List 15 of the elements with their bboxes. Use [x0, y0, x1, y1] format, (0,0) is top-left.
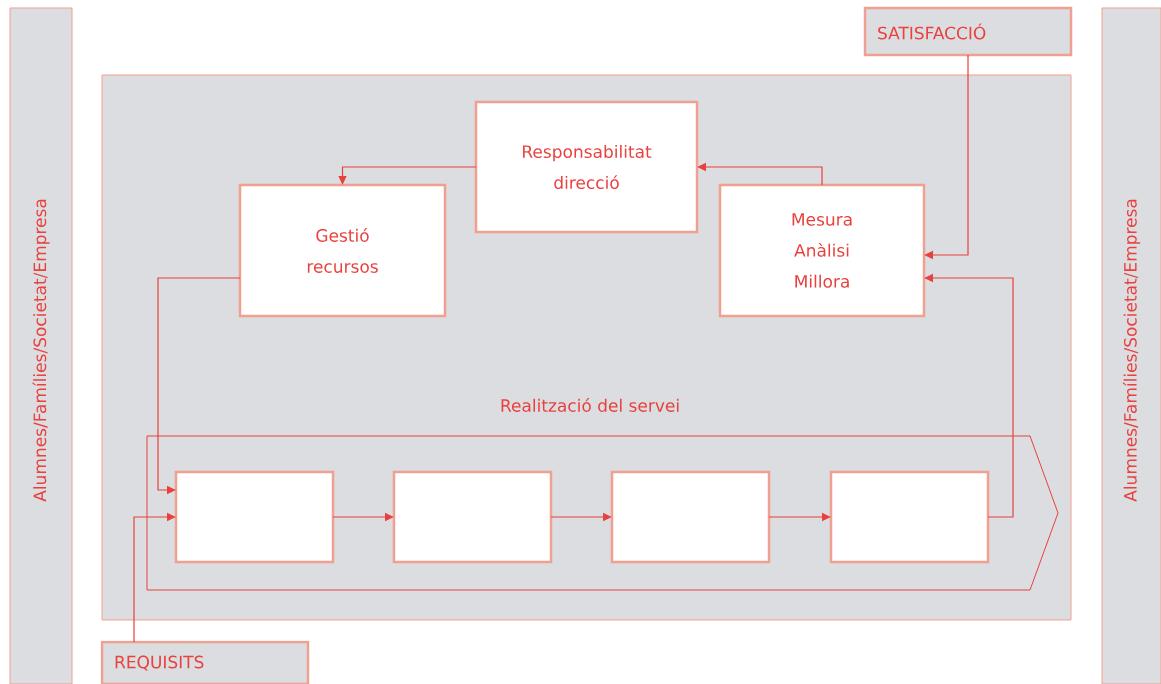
step-box — [610, 470, 771, 564]
label-box: REQUISITS — [100, 640, 310, 684]
step-box — [392, 470, 553, 564]
side-band: Alumnes/Famílies/Societat/Empresa — [1101, 7, 1161, 684]
step-box — [829, 470, 990, 564]
arrow — [338, 166, 477, 185]
process-box: Mesura Anàlisi Millora — [718, 183, 926, 318]
step-box — [174, 470, 335, 564]
process-box: Responsabilitat direcció — [474, 100, 699, 234]
arrow — [133, 512, 176, 643]
side-band: Alumnes/Famílies/Societat/Empresa — [9, 7, 73, 684]
arrow — [924, 54, 969, 260]
process-box: Gestió recursos — [238, 183, 447, 318]
label-box: SATISFACCIÓ — [863, 6, 1073, 57]
node-label: Realització del servei — [501, 398, 679, 412]
